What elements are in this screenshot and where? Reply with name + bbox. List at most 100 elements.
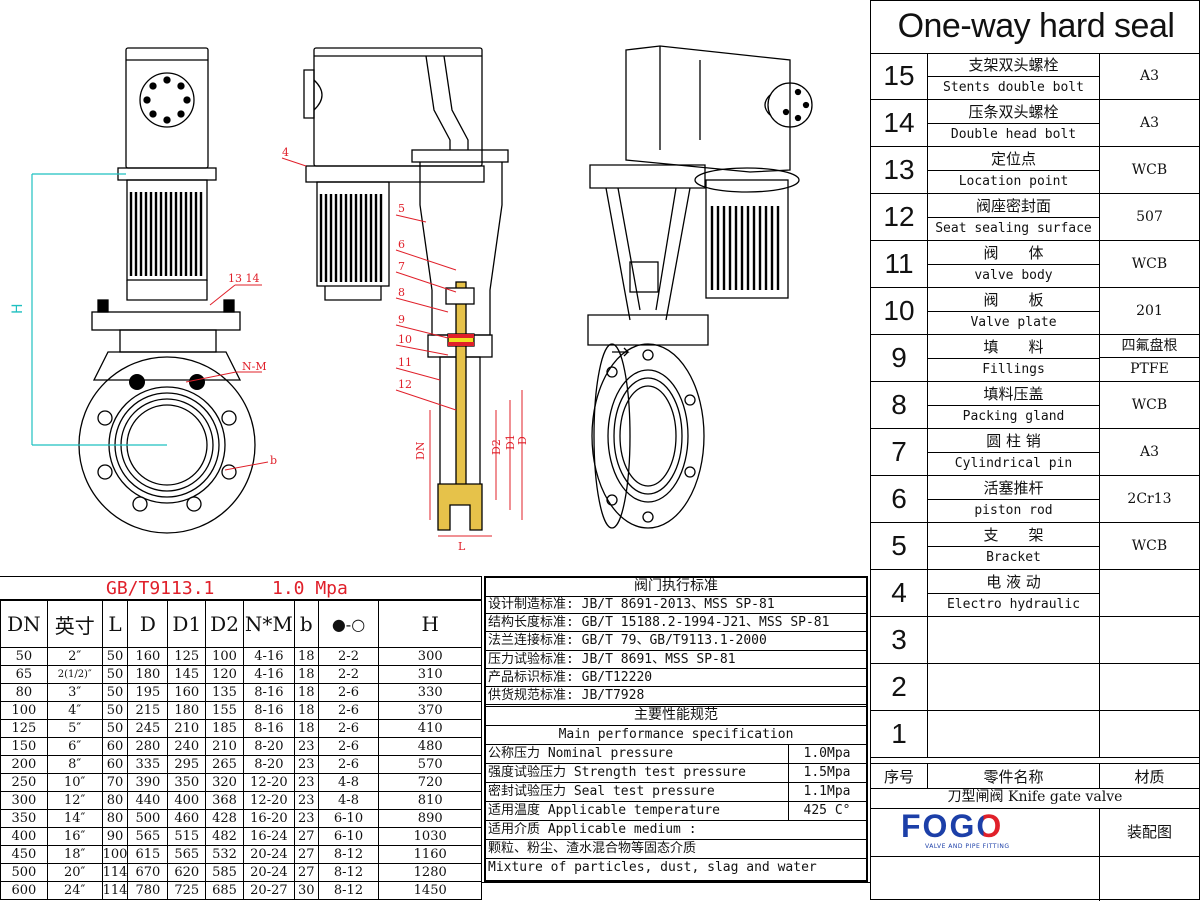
table-cell: 18 [293,665,319,684]
table-cell: 720 [378,773,482,792]
table-cell: 8-16 [242,683,295,702]
performance-heading-en: Main performance specification [486,726,866,745]
performance-label: 适用温度 Applicable temperature [488,803,721,818]
table-cell: 200 [0,755,48,774]
part-row: 11 阀 体 valve body WCB [871,241,1199,288]
part-name-en: Seat sealing surface [935,221,1092,236]
callout-nm: N-M [242,360,267,373]
part-material-en: PTFE [1130,361,1169,377]
part-row: 7 圆 柱 销 Cylindrical pin A3 [871,429,1199,476]
table-cell: 620 [167,863,207,882]
table-cell: 195 [127,683,169,702]
part-name-zh: 支 架 [928,524,1099,547]
part-name-en: Stents double bolt [943,80,1084,95]
table-cell: 330 [378,683,482,702]
table-cell: 125 [167,647,207,666]
table-cell: 90 [101,827,129,846]
part-number: 14 [883,107,915,138]
table-cell: 23 [293,755,319,774]
table-cell: 725 [167,881,207,900]
table-cell: 215 [127,701,169,720]
part-name-zh: 电 液 动 [928,571,1099,594]
medium-label: 适用介质 Applicable medium : [486,821,866,840]
part-material: 507 [1136,209,1163,225]
table-cell: 390 [127,773,169,792]
table-cell: 100 [205,647,244,666]
part-name-zh: 支架双头螺栓 [928,54,1099,77]
part-name-en: Valve plate [970,315,1057,330]
performance-value: 1.5Mpa [803,765,851,780]
table-cell: 440 [127,791,169,810]
table-cell: 27 [293,827,319,846]
table-cell: 18 [293,719,319,738]
part-row: 1 [871,711,1199,758]
part-name-zh [928,712,1099,734]
table-cell: 18 [293,647,319,666]
table-cell: 400 [167,791,207,810]
table-cell: 114 [101,881,129,900]
part-material-zh: 四氟盘根 [1100,335,1199,358]
table-cell: 210 [167,719,207,738]
part-material [1100,664,1199,710]
part-name-zh: 圆 柱 销 [928,430,1099,453]
dim-label-d2: D2 [490,439,503,455]
part-number: 10 [883,295,915,326]
table-cell: 2″ [46,647,103,666]
performance-row: 强度试验压力 Strength test pressure 1.5Mpa [486,764,866,783]
table-cell: 370 [378,701,482,720]
part-number: 4 [891,577,907,608]
dim-header-cell: D1 [167,600,207,648]
table-cell: 515 [167,827,207,846]
table-cell: 100 [101,845,129,864]
standard-line: 供货规范标准: JB/T7928 [486,687,866,706]
table-cell: 20-27 [242,881,295,900]
part-material: A3 [1139,68,1160,84]
part-number: 11 [884,248,914,279]
part-name-zh: 填 料 [928,336,1099,359]
h-dimension [31,173,167,446]
performance-label: 公称压力 Nominal pressure [488,746,674,761]
table-cell: 1160 [378,845,482,864]
table-cell: 810 [378,791,482,810]
performance-row: 密封试验压力 Seal test pressure 1.1Mpa [486,783,866,802]
standard-line: 法兰连接标准: GB/T 79、GB/T9113.1-2000 [486,632,866,651]
callout-12: 12 [398,378,412,391]
part-material: WCB [1131,256,1168,272]
callout-8: 8 [398,286,405,299]
part-name-en: Electro hydraulic [946,597,1081,612]
part-row: 15 支架双头螺栓 Stents double bolt A3 [871,53,1199,100]
part-name-en: Fillings [982,362,1045,377]
table-cell: 12-20 [242,791,295,810]
callout-4: 4 [282,146,289,159]
part-name-en: Bracket [986,550,1041,565]
table-cell: 3″ [46,683,103,702]
part-material: 2Cr13 [1127,491,1172,507]
dim-header-cell: N*M [242,600,295,648]
fogo-logo: FOGO VALVE AND PIPE FITTING [901,809,1051,850]
callout-b: b [270,454,277,467]
table-cell: 180 [127,665,169,684]
table-cell: 565 [127,827,169,846]
table-cell: 80 [101,791,129,810]
table-cell: 500 [127,809,169,828]
table-cell: 16-20 [242,809,295,828]
table-cell: 18 [293,701,319,720]
part-row: 12 阀座密封面 Seat sealing surface 507 [871,194,1199,241]
part-material: WCB [1131,538,1168,554]
table-cell: 70 [101,773,129,792]
table-cell: 23 [293,809,319,828]
table-cell: 50 [101,665,129,684]
performance-rows: 公称压力 Nominal pressure 1.0Mpa 强度试验压力 Stren… [486,745,866,821]
table-cell: 295 [167,755,207,774]
part-name-en: Packing gland [962,409,1065,424]
table-cell: 350 [167,773,207,792]
table-cell: 23 [293,737,319,756]
part-row: 8 填料压盖 Packing gland WCB [871,382,1199,429]
performance-heading-zh: 主要性能规范 [486,706,866,726]
performance-value: 1.0Mpa [803,746,851,761]
table-cell: 8-16 [242,701,295,720]
